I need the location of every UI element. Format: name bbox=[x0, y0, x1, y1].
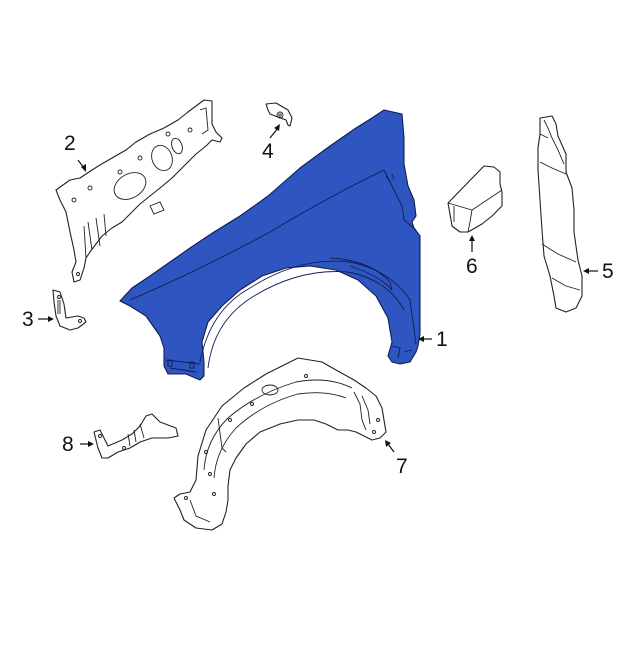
part-8-liner-bracket[interactable] bbox=[93, 413, 179, 459]
callout-6[interactable]: 6 bbox=[466, 255, 478, 278]
leader-lines bbox=[38, 124, 598, 453]
part-2-apron-panel[interactable] bbox=[55, 99, 223, 283]
callout-2[interactable]: 2 bbox=[64, 132, 76, 155]
callout-3[interactable]: 3 bbox=[22, 308, 34, 331]
part-7-fender-liner[interactable] bbox=[173, 357, 387, 531]
callout-7[interactable]: 7 bbox=[396, 455, 408, 478]
callout-8[interactable]: 8 bbox=[62, 433, 74, 456]
callout-1[interactable]: 1 bbox=[436, 328, 448, 351]
part-3-bracket[interactable] bbox=[52, 289, 87, 331]
part-1-fender[interactable] bbox=[119, 109, 421, 381]
callout-5[interactable]: 5 bbox=[602, 260, 614, 283]
part-5-insulator[interactable] bbox=[537, 115, 583, 313]
callout-4[interactable]: 4 bbox=[262, 140, 274, 163]
part-6-filler-block[interactable] bbox=[447, 165, 503, 233]
part-4-clip[interactable] bbox=[265, 102, 293, 127]
